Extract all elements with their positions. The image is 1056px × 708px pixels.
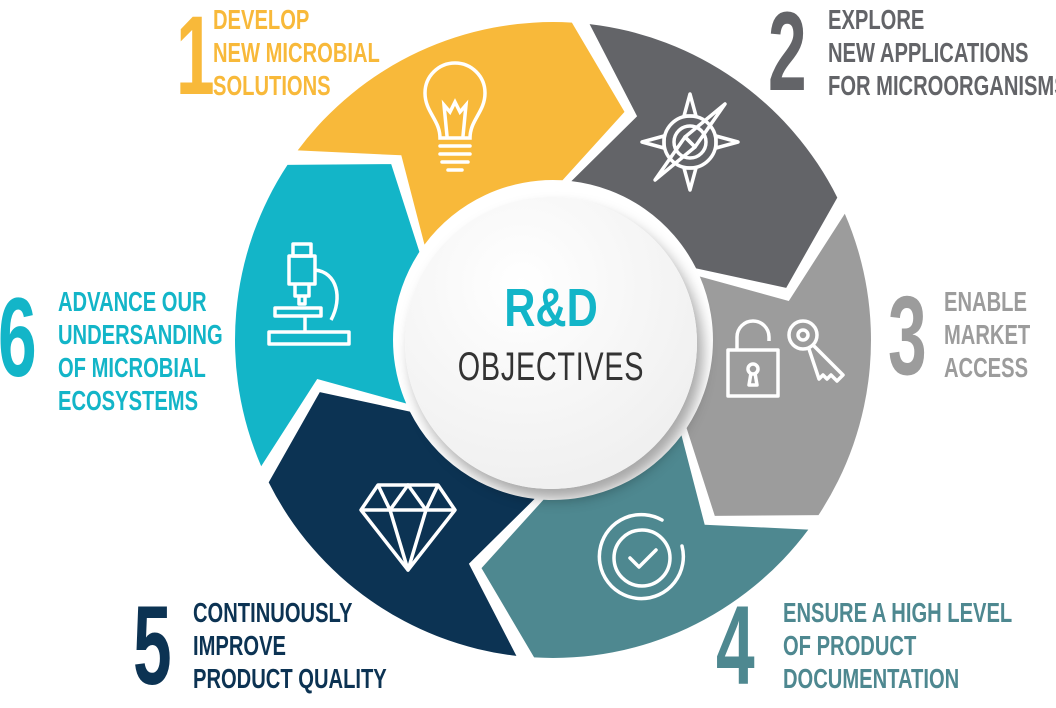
objective-5-line: CONTINUOUSLY (193, 597, 353, 628)
center-title: R&D (504, 278, 598, 338)
objective-5-segment (268, 392, 535, 656)
objective-1-number: 1 (176, 0, 215, 118)
objective-1-label: DEVELOP NEW MICROBIAL SOLUTIONS (213, 3, 380, 102)
objective-2-line: FOR MICROORGANISMS (828, 70, 1056, 101)
objective-2-number: 2 (768, 0, 807, 114)
objective-6-line: ADVANCE OUR (58, 286, 207, 317)
objective-2-segment (571, 24, 838, 288)
objective-3-label: ENABLE MARKET ACCESS (944, 285, 1030, 384)
objective-3-line: MARKET (944, 319, 1031, 350)
check-circle-icon (597, 512, 686, 601)
compass-icon (640, 92, 740, 192)
objective-5-line: PRODUCT QUALITY (193, 663, 387, 694)
objective-2-label: EXPLORE NEW APPLICATIONS FOR MICROORGANI… (828, 3, 1056, 102)
objective-1-line: DEVELOP (213, 4, 310, 35)
objective-3-line: ENABLE (944, 286, 1027, 317)
center-subtitle: OBJECTIVES (457, 345, 645, 389)
objective-3-number: 3 (888, 273, 927, 398)
objective-4-line: OF PRODUCT (783, 630, 917, 661)
objective-6-label: ADVANCE OUR UNDERSANDING OF MICROBIAL EC… (58, 285, 223, 417)
objective-4-label: ENSURE A HIGH LEVEL OF PRODUCT DOCUMENTA… (783, 596, 1012, 695)
microscope-icon (267, 242, 351, 346)
lightbulb-icon (423, 61, 487, 172)
objective-1-line: SOLUTIONS (213, 70, 331, 101)
objective-1-segment (297, 22, 625, 245)
objective-2-line: EXPLORE (828, 4, 925, 35)
objective-5-line: IMPROVE (193, 630, 286, 661)
objective-5-label: CONTINUOUSLY IMPROVE PRODUCT QUALITY (193, 596, 387, 695)
objective-4-number: 4 (716, 583, 755, 708)
objective-6-segment (235, 164, 420, 467)
diamond-icon (359, 483, 457, 572)
objective-2-line: NEW APPLICATIONS (828, 37, 1029, 68)
objective-1-line: NEW MICROBIAL (213, 37, 380, 68)
objective-6-line: UNDERSANDING (58, 319, 223, 350)
lock-key-icon (726, 319, 845, 398)
objective-3-line: ACCESS (944, 352, 1029, 383)
objective-5-number: 5 (133, 583, 172, 708)
objective-6-number: 6 (0, 275, 37, 400)
objective-4-line: ENSURE A HIGH LEVEL (783, 597, 1013, 628)
objective-6-line: OF MICROBIAL (58, 352, 206, 383)
center-badge: R&D OBJECTIVES (405, 197, 697, 489)
objective-4-line: DOCUMENTATION (783, 663, 960, 694)
objective-4-segment (481, 435, 809, 658)
objective-6-line: ECOSYSTEMS (58, 385, 199, 416)
